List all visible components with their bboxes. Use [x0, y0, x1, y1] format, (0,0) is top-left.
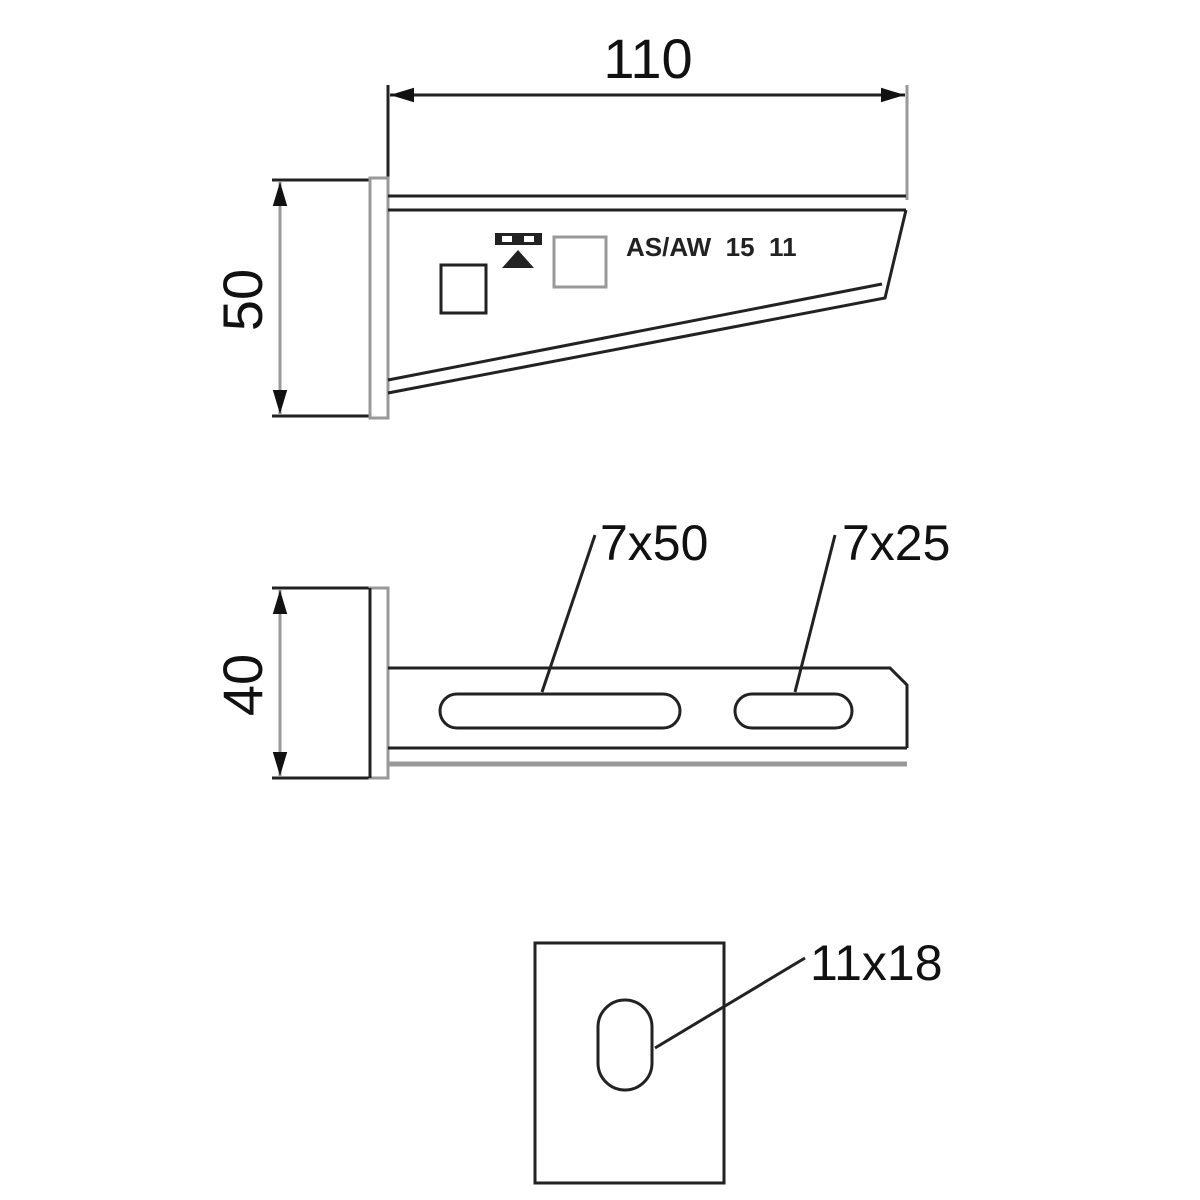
- slot-long-label: 7x50: [600, 515, 708, 571]
- bracket-outline: [387, 209, 908, 395]
- bracket-edge: [387, 282, 883, 382]
- side-view: 40 7x50 7x25: [211, 515, 950, 780]
- slot-7x50: [438, 692, 682, 730]
- wall-plate-front: [533, 941, 726, 1185]
- wall-plate: [368, 586, 390, 780]
- slot-7x25: [733, 692, 854, 730]
- product-marking: AS/AW 15 11: [626, 232, 797, 262]
- hole-11x18: [596, 998, 654, 1092]
- leader-line: [540, 534, 597, 693]
- wall-plate: [368, 176, 390, 420]
- leader-line: [654, 956, 806, 1050]
- marking-box: [552, 235, 608, 289]
- slot-short-label: 7x25: [842, 515, 950, 571]
- marking-box: [439, 263, 488, 315]
- bracket-outline: [388, 666, 909, 748]
- width-dimension-label: 110: [603, 27, 692, 90]
- hole-label: 11x18: [810, 935, 943, 991]
- certification-logo-icon: [495, 233, 542, 268]
- height-dimension-label: 40: [211, 654, 274, 716]
- leader-line: [793, 534, 837, 693]
- top-view: 110 50 AS/AW 15 11: [211, 27, 909, 420]
- height-dimension-label: 50: [211, 269, 274, 331]
- plate-view: 11x18: [533, 935, 943, 1185]
